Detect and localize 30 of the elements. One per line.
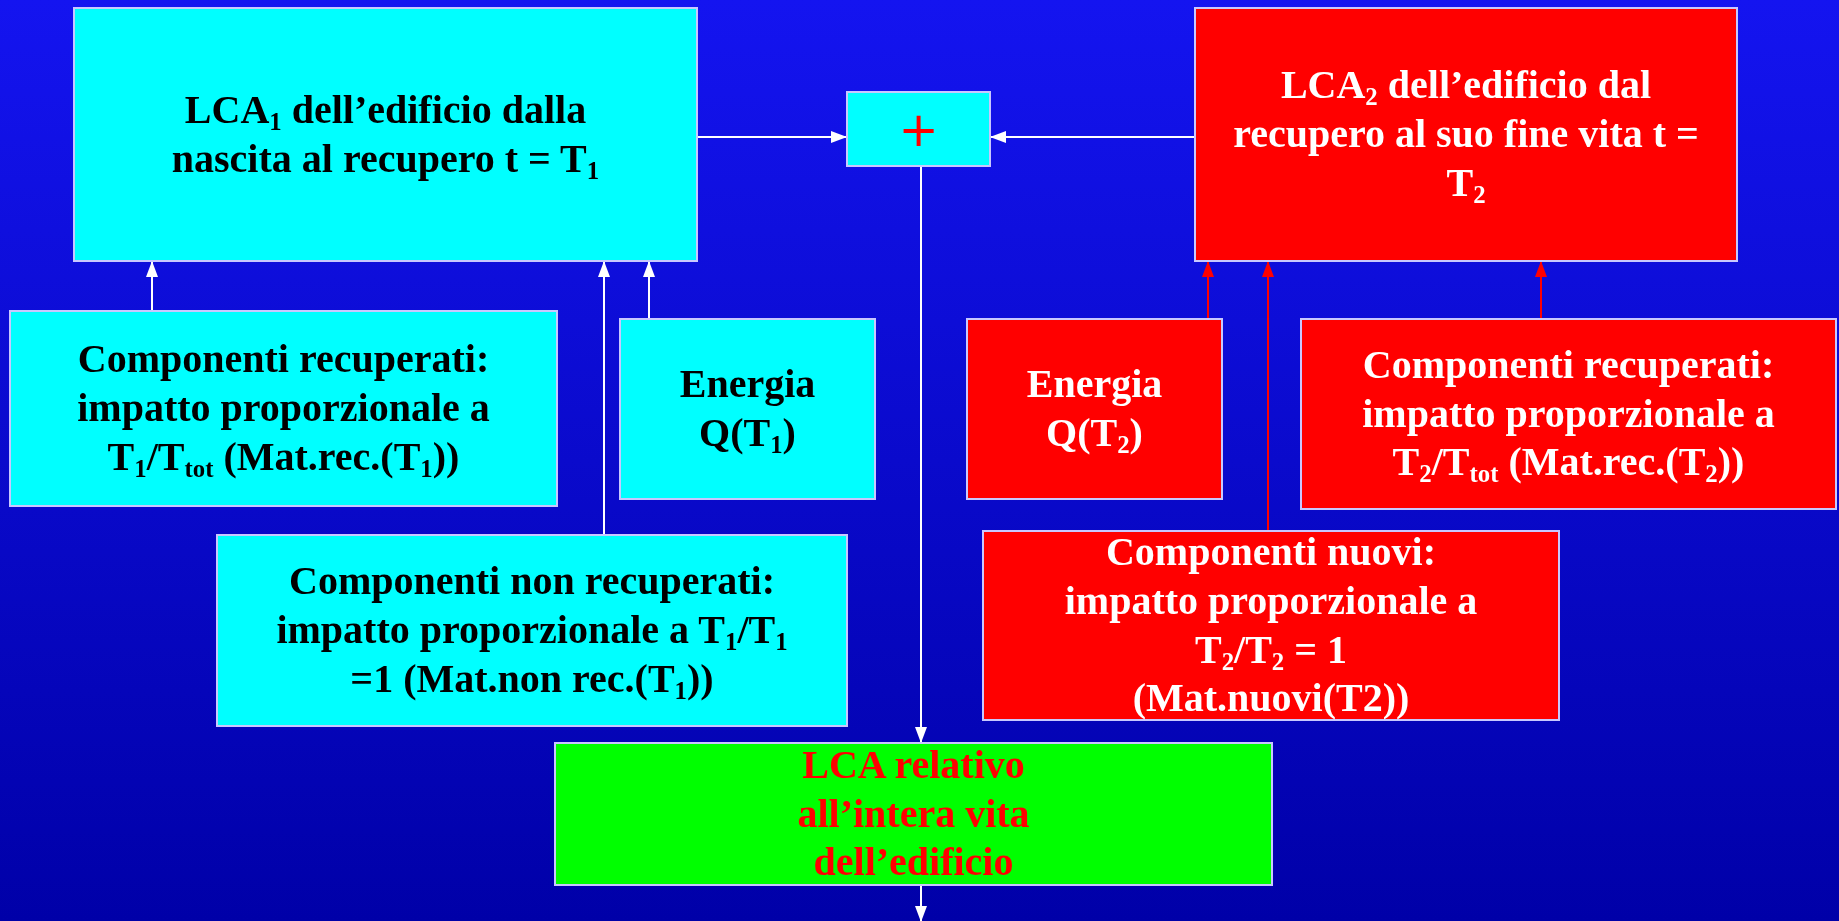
node-text: LCA$_{1}$ dell’edificio dalla nascita al recupero t = T$_{1}$ (170, 85, 601, 184)
result-box (554, 742, 1273, 886)
arrow (1202, 261, 1214, 319)
node-text: LCA relativo all’intera vita dell’edificio (796, 740, 1031, 887)
arrow (643, 261, 655, 319)
input-box (216, 534, 848, 727)
input-box (619, 318, 876, 500)
process-box (1194, 7, 1738, 262)
arrow (1262, 261, 1274, 531)
arrow (697, 131, 847, 143)
arrow (915, 885, 927, 921)
node-text: + (897, 99, 940, 159)
arrow (598, 261, 610, 535)
input-box (966, 318, 1223, 500)
node-text: Componenti recuperati: impatto proporzionale a T$_{2}$/T$_{tot}$ (Mat.rec.(T$_{2}$)) (1361, 340, 1776, 488)
node-text: Energia Q(T$_{1}$) (678, 360, 817, 458)
input-box (1300, 318, 1837, 510)
input-box (982, 530, 1560, 721)
arrow (915, 166, 927, 743)
input-box (9, 310, 558, 507)
arrow (146, 261, 158, 311)
process-box (73, 7, 698, 262)
sum-box (846, 91, 991, 167)
node-text: Energia Q(T$_{2}$) (1025, 360, 1164, 458)
node-text: LCA$_{2}$ dell’edificio dal recupero al suo fine vita t = T$_{2}$ (1232, 61, 1700, 208)
node-text: Componenti non recuperati: impatto proporzionale a T$_{1}$/T$_{1}$ =1 (Mat.non rec.(T$_{1}$)) (275, 557, 789, 704)
arrow (990, 131, 1195, 143)
node-text: Componenti recuperati: impatto proporzionale a T$_{1}$/T$_{tot}$ (Mat.rec.(T$_{1}$)) (76, 335, 491, 482)
node-text: Componenti nuovi: impatto proporzionale a T$_{2}$/T$_{2}$ = 1 (Mat.nuovi(T2)) (1063, 527, 1479, 723)
arrow (1535, 261, 1547, 319)
